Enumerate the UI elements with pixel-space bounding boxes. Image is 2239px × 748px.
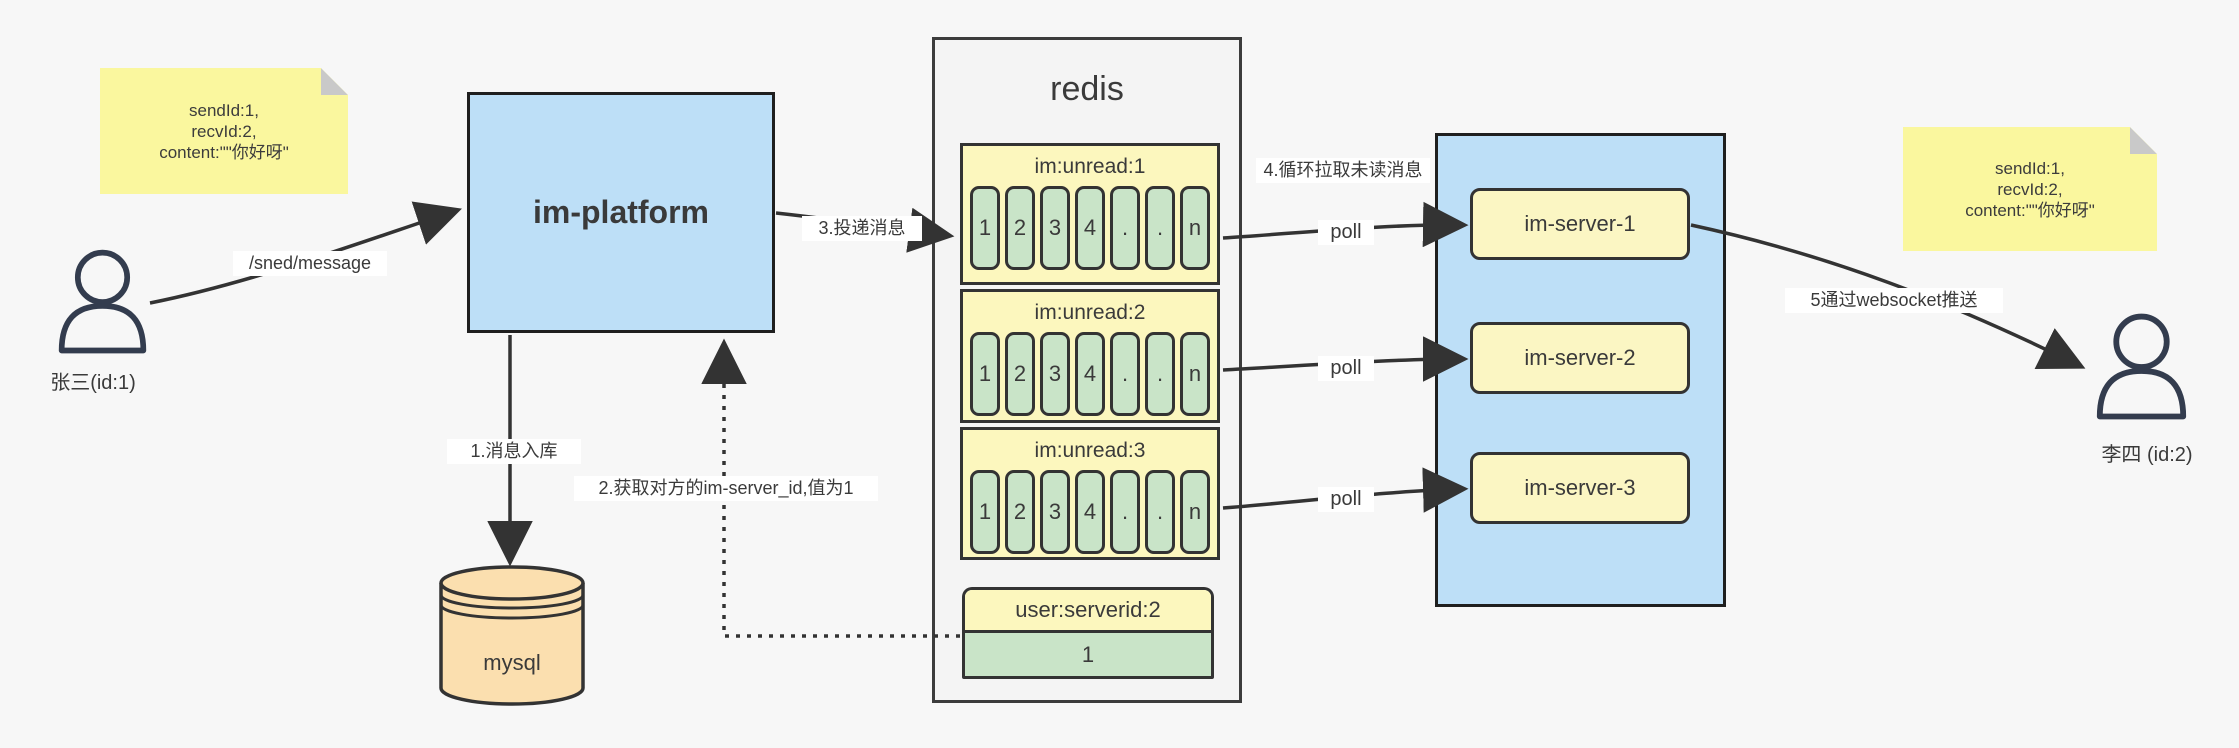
edge-label-pull-loop: 4.循环拉取未读消息 bbox=[1256, 158, 1430, 183]
im-server-3-node: im-server-3 bbox=[1470, 452, 1690, 524]
mysql-label: mysql bbox=[483, 650, 541, 675]
note-line: sendId:1, bbox=[189, 100, 259, 120]
redis-list-cell: . bbox=[1110, 186, 1140, 270]
sender-user-label: 张三(id:1) bbox=[50, 372, 136, 394]
redis-list-cell: 2 bbox=[1005, 470, 1035, 554]
note-fold-icon bbox=[321, 68, 348, 95]
redis-kv-value: 1 bbox=[965, 633, 1211, 676]
redis-list-cell: . bbox=[1110, 332, 1140, 416]
im-server-1-node: im-server-1 bbox=[1470, 188, 1690, 260]
redis-list-cell: n bbox=[1180, 186, 1210, 270]
redis-list-cell: n bbox=[1180, 332, 1210, 416]
redis-list-cell: 1 bbox=[970, 186, 1000, 270]
redis-list-name: im:unread:3 bbox=[1034, 439, 1146, 462]
redis-list-cell: 4 bbox=[1075, 332, 1105, 416]
redis-list-cell: n bbox=[1180, 470, 1210, 554]
redis-list-cell: 3 bbox=[1040, 470, 1070, 554]
im-platform-label: im-platform bbox=[533, 194, 709, 230]
note-line: sendId:1, bbox=[1995, 158, 2065, 178]
receiver-user-label: 李四 (id:2) bbox=[2101, 444, 2193, 466]
sticky-note-message-left: sendId:1, recvId:2, content:""你好呀" bbox=[100, 68, 348, 194]
im-platform-node: im-platform bbox=[467, 92, 775, 333]
redis-list-cell: . bbox=[1110, 470, 1140, 554]
redis-list-cell: 2 bbox=[1005, 186, 1035, 270]
redis-list-cell: 4 bbox=[1075, 470, 1105, 554]
edge-label-send: /sned/message bbox=[233, 251, 387, 276]
edge-label-websocket-push: 5通过websocket推送 bbox=[1785, 288, 2003, 313]
redis-list-cell: 3 bbox=[1040, 186, 1070, 270]
edge-label-poll-2: poll bbox=[1318, 356, 1374, 381]
redis-list-cell: . bbox=[1145, 186, 1175, 270]
redis-title: redis bbox=[1050, 70, 1124, 108]
note-line: recvId:2, bbox=[1997, 179, 2063, 199]
redis-list-cell: 4 bbox=[1075, 186, 1105, 270]
redis-kv-key: user:serverid:2 bbox=[965, 590, 1211, 633]
user-icon bbox=[58, 249, 147, 354]
mysql-database-icon bbox=[439, 565, 585, 706]
edge-label-store: 1.消息入库 bbox=[447, 439, 581, 464]
redis-list-cell: . bbox=[1145, 470, 1175, 554]
edge-label-get-serverid: 2.获取对方的im-server_id,值为1 bbox=[574, 476, 878, 501]
note-line: recvId:2, bbox=[191, 121, 257, 141]
note-line: content:""你好呀" bbox=[1965, 200, 2095, 220]
im-server-2-node: im-server-2 bbox=[1470, 322, 1690, 394]
redis-list-name: im:unread:2 bbox=[1034, 301, 1146, 324]
user-icon bbox=[2096, 313, 2187, 420]
redis-kv-user-serverid: user:serverid:2 1 bbox=[962, 587, 1214, 679]
redis-list-cell: . bbox=[1145, 332, 1175, 416]
redis-list-cell: 1 bbox=[970, 470, 1000, 554]
note-line: content:""你好呀" bbox=[159, 142, 289, 162]
redis-list-cell: 1 bbox=[970, 332, 1000, 416]
redis-list-cell: 2 bbox=[1005, 332, 1035, 416]
redis-list-cell: 3 bbox=[1040, 332, 1070, 416]
note-fold-icon bbox=[2130, 127, 2157, 154]
edge-label-poll-1: poll bbox=[1318, 220, 1374, 245]
edge-label-deliver: 3.投递消息 bbox=[802, 216, 922, 241]
edge-label-poll-3: poll bbox=[1318, 487, 1374, 512]
sticky-note-message-right: sendId:1, recvId:2, content:""你好呀" bbox=[1903, 127, 2157, 251]
redis-list-name: im:unread:1 bbox=[1034, 155, 1146, 178]
